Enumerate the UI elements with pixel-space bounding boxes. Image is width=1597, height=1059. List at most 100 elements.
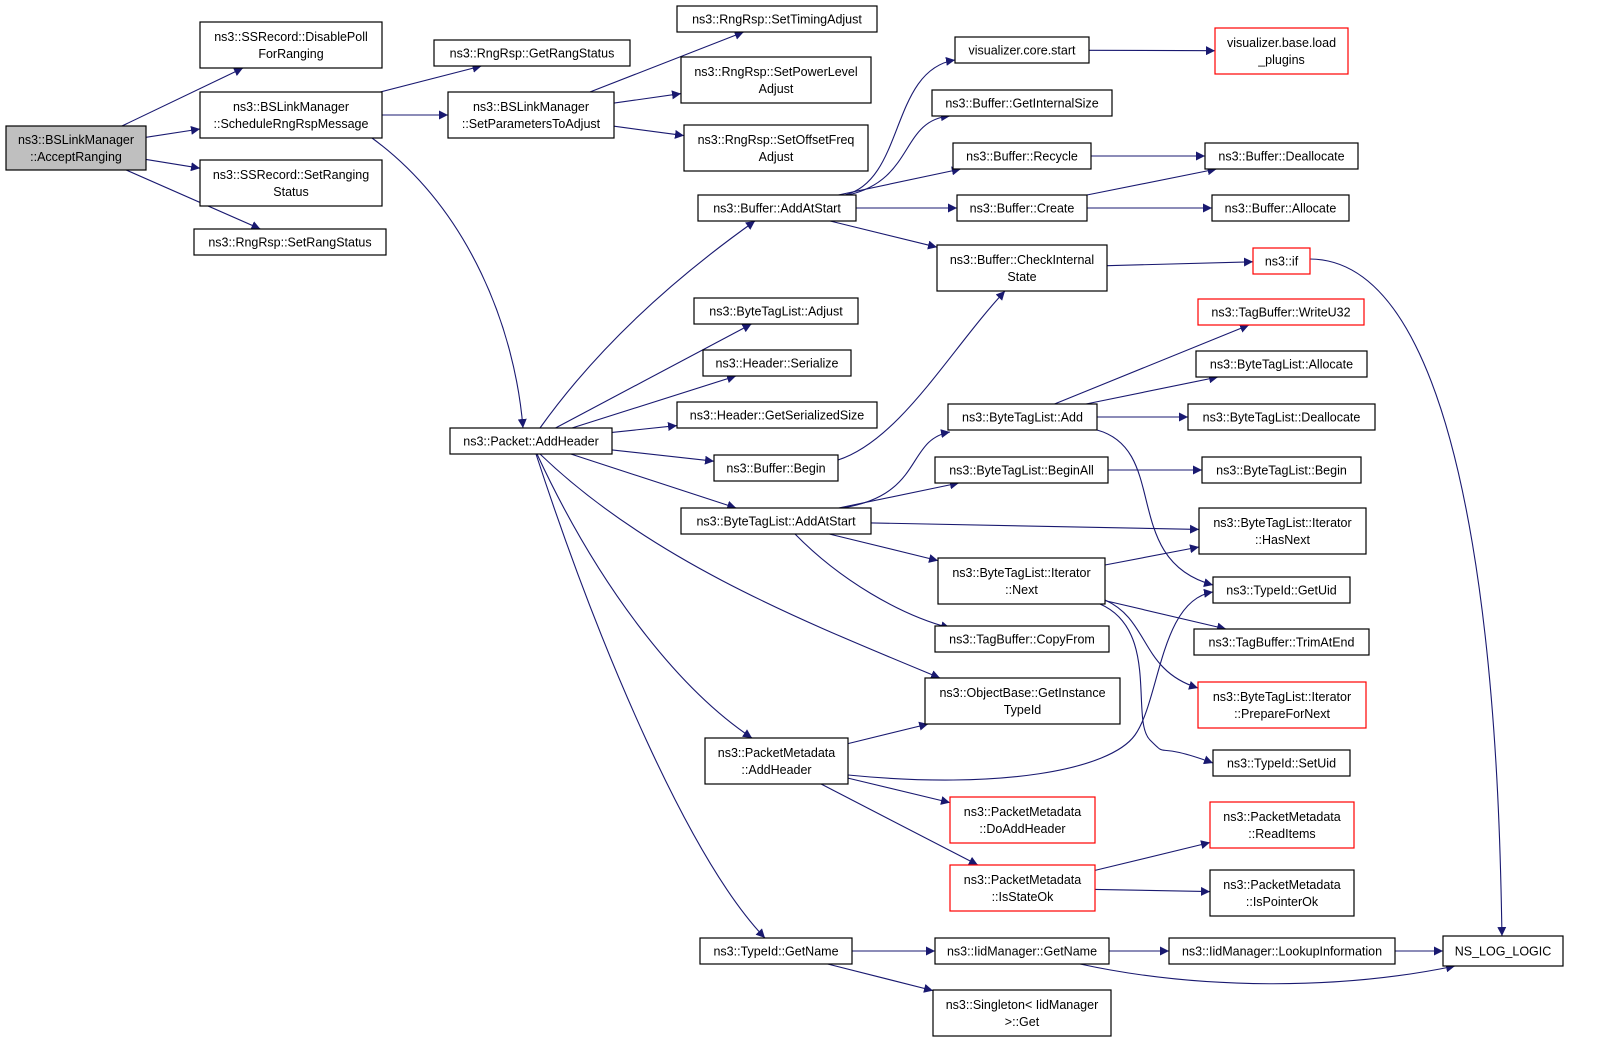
node-label: ::Next [1005,583,1038,597]
node-pm_doaddheader[interactable]: ns3::PacketMetadata::DoAddHeader [949,796,1096,844]
node-setparams[interactable]: ns3::BSLinkManager::SetParametersToAdjus… [447,91,615,139]
node-tb_writeu32[interactable]: ns3::TagBuffer::WriteU32 [1197,298,1365,326]
edge-addheader-to-typeid_getname [535,453,766,939]
node-btl_add[interactable]: ns3::ByteTagList::Add [947,403,1098,431]
node-buf_begin[interactable]: ns3::Buffer::Begin [713,454,839,482]
node-btl_deallocate[interactable]: ns3::ByteTagList::Deallocate [1187,403,1376,431]
node-pm_addheader[interactable]: ns3::PacketMetadata::AddHeader [704,737,849,785]
node-hdr_serialize[interactable]: ns3::Header::Serialize [702,349,852,377]
node-box [199,159,383,207]
node-label: ns3::TypeId::GetUid [1226,584,1337,598]
node-box [1209,869,1355,917]
node-label: ns3::Singleton< IidManager [946,998,1099,1012]
node-singleton_get[interactable]: ns3::Singleton< IidManager>::Get [932,989,1112,1037]
node-pm_isstateok[interactable]: ns3::PacketMetadata::IsStateOk [949,864,1096,912]
node-box [1197,298,1365,326]
node-buf_allocate[interactable]: ns3::Buffer::Allocate [1211,194,1350,222]
node-label: ::ScheduleRngRspMessage [214,117,369,131]
node-box [447,91,615,139]
node-label: ns3::IidManager::GetName [947,945,1097,959]
node-label: ns3::ObjectBase::GetInstance [939,686,1105,700]
node-btl_beginall[interactable]: ns3::ByteTagList::BeginAll [934,456,1109,484]
node-label: ns3::Buffer::CheckInternal [950,253,1094,267]
node-tb_trimatend[interactable]: ns3::TagBuffer::TrimAtEnd [1193,628,1370,656]
node-box [1187,403,1376,431]
node-box [1198,507,1367,555]
edge-buf_addatstart-to-buf_getinternalsize [847,112,951,196]
edge-setparams-to-setpower [613,90,682,104]
node-label: Status [273,185,308,199]
node-btl_addatstart[interactable]: ns3::ByteTagList::AddAtStart [680,507,872,535]
edge-addheader-to-hdr_getsize [611,422,678,433]
node-getrangstatus[interactable]: ns3::RngRsp::GetRangStatus [433,39,631,67]
node-box [676,401,878,429]
node-settiming[interactable]: ns3::RngRsp::SetTimingAdjust [676,5,878,33]
edge-setparams-to-settiming [589,31,744,93]
node-box [1197,681,1367,729]
node-viz_start[interactable]: visualizer.core.start [954,36,1090,64]
edge-addheader-to-btl_addatstart [570,453,737,510]
node-label: ::DoAddHeader [979,822,1065,836]
node-ns_log_logic[interactable]: NS_LOG_LOGIC [1442,935,1564,967]
node-buf_addatstart[interactable]: ns3::Buffer::AddAtStart [697,194,857,222]
node-tb_copyfrom[interactable]: ns3::TagBuffer::CopyFrom [934,625,1110,653]
node-label: ns3::TypeId::SetUid [1227,757,1336,771]
node-pm_ispointerok[interactable]: ns3::PacketMetadata::IsPointerOk [1209,869,1355,917]
node-setrangstatus[interactable]: ns3::RngRsp::SetRangStatus [193,228,387,256]
node-label: ns3::PacketMetadata [718,746,835,760]
node-label: ns3::RngRsp::SetOffsetFreq [698,133,855,147]
node-btl_it_next[interactable]: ns3::ByteTagList::Iterator::Next [937,557,1106,605]
node-addheader[interactable]: ns3::Packet::AddHeader [449,427,613,455]
node-label: Adjust [759,150,794,164]
node-btl_it_prepare[interactable]: ns3::ByteTagList::Iterator::PrepareForNe… [1197,681,1367,729]
node-typeid_setuid[interactable]: ns3::TypeId::SetUid [1212,749,1351,777]
node-buf_deallocate[interactable]: ns3::Buffer::Deallocate [1204,142,1359,170]
edge-btl_add-to-typeid_getuid [1096,429,1214,587]
node-label: TypeId [1004,703,1042,717]
node-accept[interactable]: ns3::BSLinkManager::AcceptRanging [5,125,147,171]
node-hdr_getsize[interactable]: ns3::Header::GetSerializedSize [676,401,878,429]
node-typeid_getname[interactable]: ns3::TypeId::GetName [699,937,853,965]
node-label: ns3::ByteTagList::Deallocate [1203,411,1361,425]
node-label: ns3::if [1265,255,1299,269]
node-btl_begin[interactable]: ns3::ByteTagList::Begin [1201,456,1362,484]
node-btl_allocate[interactable]: ns3::ByteTagList::Allocate [1195,350,1368,378]
node-ns3_if[interactable]: ns3::if [1252,247,1311,275]
node-iid_getname[interactable]: ns3::IidManager::GetName [934,937,1110,965]
edge-addheader-to-pm_addheader [536,453,753,739]
node-label: ns3::ByteTagList::Allocate [1210,358,1353,372]
node-box [1211,194,1350,222]
node-viz_load[interactable]: visualizer.base.load_plugins [1214,27,1349,75]
nodes-layer: ns3::BSLinkManager::AcceptRangingns3::SS… [5,5,1564,1037]
node-label: ns3::RngRsp::GetRangStatus [450,47,615,61]
node-box [1214,27,1349,75]
node-iid_lookup[interactable]: ns3::IidManager::LookupInformation [1168,937,1396,965]
node-schedule[interactable]: ns3::BSLinkManager::ScheduleRngRspMessag… [199,91,383,139]
node-typeid_getuid[interactable]: ns3::TypeId::GetUid [1212,576,1351,604]
node-btl_adjust[interactable]: ns3::ByteTagList::Adjust [693,297,859,325]
node-label: ns3::ByteTagList::AddAtStart [696,515,856,529]
edge-typeid_getname-to-singleton_get [827,963,934,993]
node-buf_create[interactable]: ns3::Buffer::Create [956,194,1088,222]
node-buf_getinternalsize[interactable]: ns3::Buffer::GetInternalSize [931,89,1113,117]
node-label: ns3::Buffer::Create [970,202,1075,216]
node-buf_recycle[interactable]: ns3::Buffer::Recycle [952,142,1092,170]
node-label: ::SetParametersToAdjust [462,117,601,131]
node-label: ns3::ByteTagList::Begin [1216,464,1347,478]
node-box [449,427,613,455]
node-label: ns3::RngRsp::SetRangStatus [208,236,371,250]
node-pm_readitems[interactable]: ns3::PacketMetadata::ReadItems [1209,801,1355,849]
node-btl_it_hasnext[interactable]: ns3::ByteTagList::Iterator::HasNext [1198,507,1367,555]
edge-ns3_if-to-ns_log_logic [1309,258,1507,937]
edge-accept-to-disablepoll [121,67,244,127]
node-box [193,228,387,256]
node-label: ns3::BSLinkManager [233,100,349,114]
node-label: ns3::PacketMetadata [1223,810,1340,824]
node-label: ns3::PacketMetadata [1223,878,1340,892]
